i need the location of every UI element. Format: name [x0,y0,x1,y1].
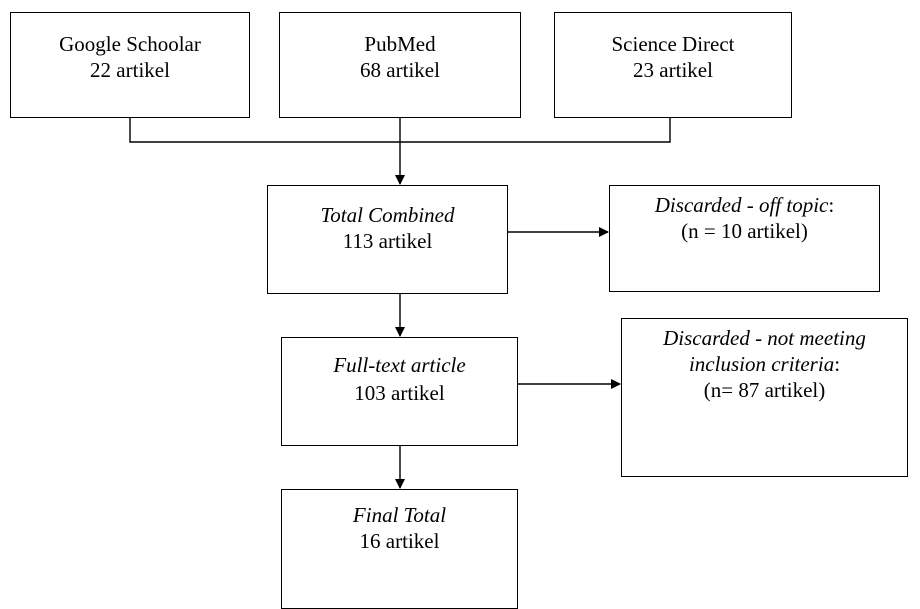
final-box: Final Total 16 artikel [281,489,518,609]
combined-box: Total Combined 113 artikel [267,185,508,294]
fulltext-label: Full-text article [333,353,466,377]
discard-offtopic-heading: Discarded - off topic: [610,192,879,218]
discard-criteria-box: Discarded - not meeting inclusion criter… [621,318,908,477]
source-count: 23 artikel [633,58,713,82]
source-name: Google Schoolar [59,32,201,56]
discard-offtopic-colon: : [828,193,835,217]
discard-offtopic-label: Discarded - off topic [654,193,829,217]
fulltext-box: Full-text article 103 artikel [281,337,518,446]
discard-criteria-colon: : [834,352,841,376]
combined-count: 113 artikel [342,229,433,253]
discard-offtopic-box: Discarded - off topic: (n = 10 artikel) [609,185,880,292]
discard-criteria-count: (n= 87 artikel) [703,378,826,402]
discard-criteria-heading-line2: inclusion criteria: [622,351,907,377]
discard-criteria-line2: inclusion criteria [688,352,835,376]
fulltext-count: 103 artikel [354,381,445,405]
source-box-google-scholar: Google Schoolar 22 artikel [10,12,250,118]
combined-label: Total Combined [320,203,455,227]
flowchart-connectors [129,118,671,489]
source-name: PubMed [364,32,436,56]
source-box-science-direct: Science Direct 23 artikel [554,12,792,118]
discard-criteria-line1: Discarded - not meeting [663,326,866,350]
final-label: Final Total [352,503,447,527]
source-count: 22 artikel [90,58,170,82]
source-name: Science Direct [611,32,735,56]
discard-offtopic-count: (n = 10 artikel) [681,219,808,243]
source-count: 68 artikel [360,58,440,82]
final-count: 16 artikel [359,529,440,553]
source-box-pubmed: PubMed 68 artikel [279,12,521,118]
